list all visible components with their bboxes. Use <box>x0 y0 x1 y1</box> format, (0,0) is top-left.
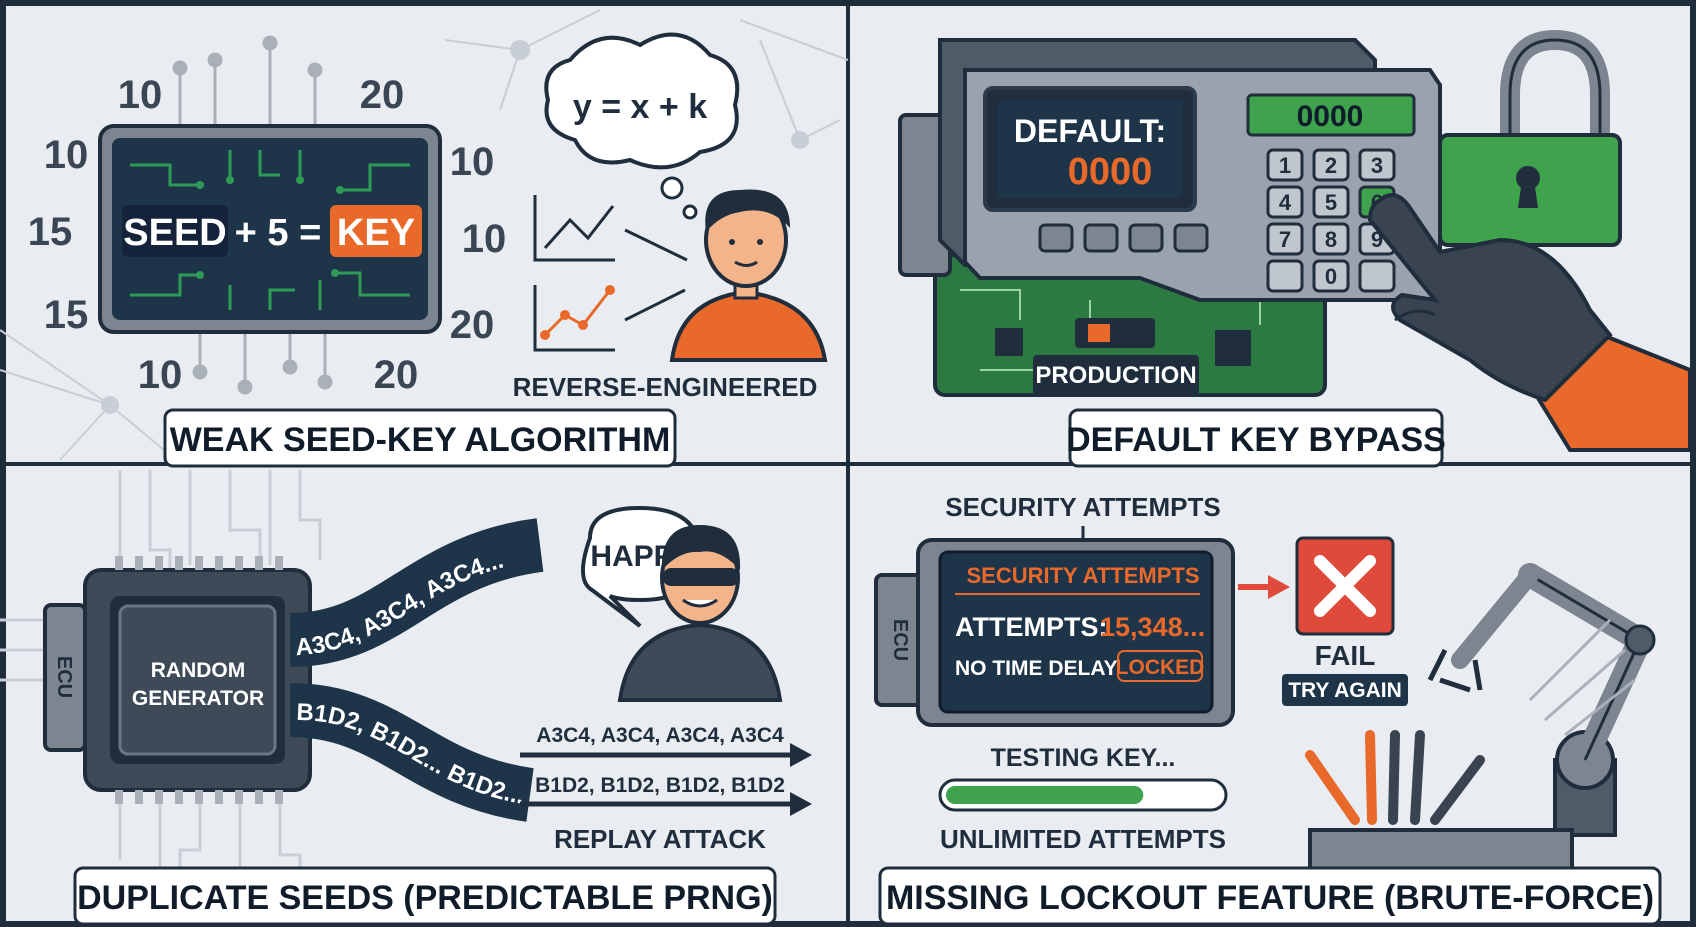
progress-fill <box>946 786 1144 804</box>
chip-icon: RANDOM GENERATOR <box>83 556 312 804</box>
default-value: 0000 <box>1068 151 1153 193</box>
locked-badge <box>1117 650 1203 682</box>
number-label: 20 <box>450 303 495 347</box>
ecu-label: ECU <box>53 656 75 698</box>
thought-bubble-icon: y = x + k <box>544 32 740 220</box>
screen-header: SECURITY ATTEMPTS <box>966 563 1199 588</box>
number-label: 20 <box>374 353 419 397</box>
panel-title: DUPLICATE SEEDS (PREDICTABLE PRNG) <box>77 879 773 917</box>
security-attempts-top-label: SECURITY ATTEMPTS <box>945 492 1220 522</box>
title-plate <box>1068 408 1444 468</box>
try-again-label: TRY AGAIN <box>1288 679 1402 702</box>
replay-sequence-a: A3C4, A3C4, A3C4, A3C4 <box>536 724 784 747</box>
formula-label: y = x + k <box>573 88 707 126</box>
number-label: 10 <box>138 353 183 397</box>
chip-label-generator: GENERATOR <box>132 687 264 710</box>
replay-sequence-b: B1D2, B1D2, B1D2, B1D2 <box>535 774 785 797</box>
hacker-icon <box>617 525 783 702</box>
try-again-badge <box>1282 674 1408 706</box>
title-plate <box>73 866 777 926</box>
keypad-key: 8 <box>1325 227 1337 252</box>
robot-arm-icon <box>1427 563 1656 837</box>
network-background <box>0 9 849 461</box>
number-label: 15 <box>28 210 73 254</box>
seed-label: SEED <box>123 212 226 254</box>
replay-attack-label: REPLAY ATTACK <box>554 824 766 854</box>
panel-title: MISSING LOCKOUT FEATURE (BRUTE-FORCE) <box>886 879 1654 917</box>
key-label: KEY <box>337 212 415 254</box>
keypad-key: 0 <box>1325 264 1337 289</box>
title-plate <box>878 866 1662 926</box>
default-label: DEFAULT: <box>1014 113 1166 149</box>
number-label: 15 <box>44 293 89 337</box>
person-icon <box>669 189 828 362</box>
panel-weak-seed-key: 10 20 10 10 15 10 15 20 10 20 <box>0 9 849 468</box>
testing-key-label: TESTING KEY... <box>991 744 1176 772</box>
plus-five-label: + 5 = <box>235 212 322 254</box>
number-label: 20 <box>360 73 405 117</box>
panel-missing-lockout: SECURITY ATTEMPTS ECU SECURITY ATTEMPTS … <box>874 492 1662 926</box>
keypad-key: 7 <box>1279 227 1291 252</box>
production-switch-label: PRODUCTION <box>1035 362 1196 389</box>
seed-stream-a <box>289 518 544 667</box>
keypad-key: 4 <box>1279 190 1292 215</box>
number-label: 10 <box>450 140 495 184</box>
panel-title: DEFAULT KEY BYPASS <box>1066 421 1446 459</box>
locked-label: LOCKED <box>1116 656 1205 679</box>
keypad-key: 5 <box>1325 190 1337 215</box>
keypad-key: 2 <box>1325 153 1337 178</box>
seed-stream-b <box>289 683 535 822</box>
keypad-key: 3 <box>1371 153 1383 178</box>
no-time-delay-label: NO TIME DELAY <box>955 657 1118 680</box>
ecu-screen <box>938 550 1214 714</box>
unlimited-attempts-label: UNLIMITED ATTEMPTS <box>940 824 1226 854</box>
number-label: 10 <box>118 73 163 117</box>
panel-default-key: PRODUCTION DEFAULT: 0000 0000 <box>898 29 1692 468</box>
attempts-value: 15,348... <box>1100 612 1205 642</box>
fail-label: FAIL <box>1315 640 1376 671</box>
padlock-icon <box>1438 29 1622 247</box>
number-label: 10 <box>462 217 507 261</box>
ecu-label: ECU <box>889 619 911 661</box>
gloved-hand-icon <box>1367 193 1692 452</box>
line-chart-icon <box>533 195 688 352</box>
panel-title: WEAK SEED-KEY ALGORITHM <box>170 421 671 459</box>
chip-label-random: RANDOM <box>151 659 246 682</box>
keypad-key: 1 <box>1279 153 1291 178</box>
chip-icon: SEED + 5 = KEY <box>98 124 442 334</box>
reverse-engineered-label: REVERSE-ENGINEERED <box>513 372 818 402</box>
title-plate <box>163 408 677 468</box>
trace-background <box>0 470 322 890</box>
number-label: 10 <box>44 133 89 177</box>
display-value: 0000 <box>1297 100 1364 133</box>
attempts-label: ATTEMPTS: <box>955 612 1107 642</box>
